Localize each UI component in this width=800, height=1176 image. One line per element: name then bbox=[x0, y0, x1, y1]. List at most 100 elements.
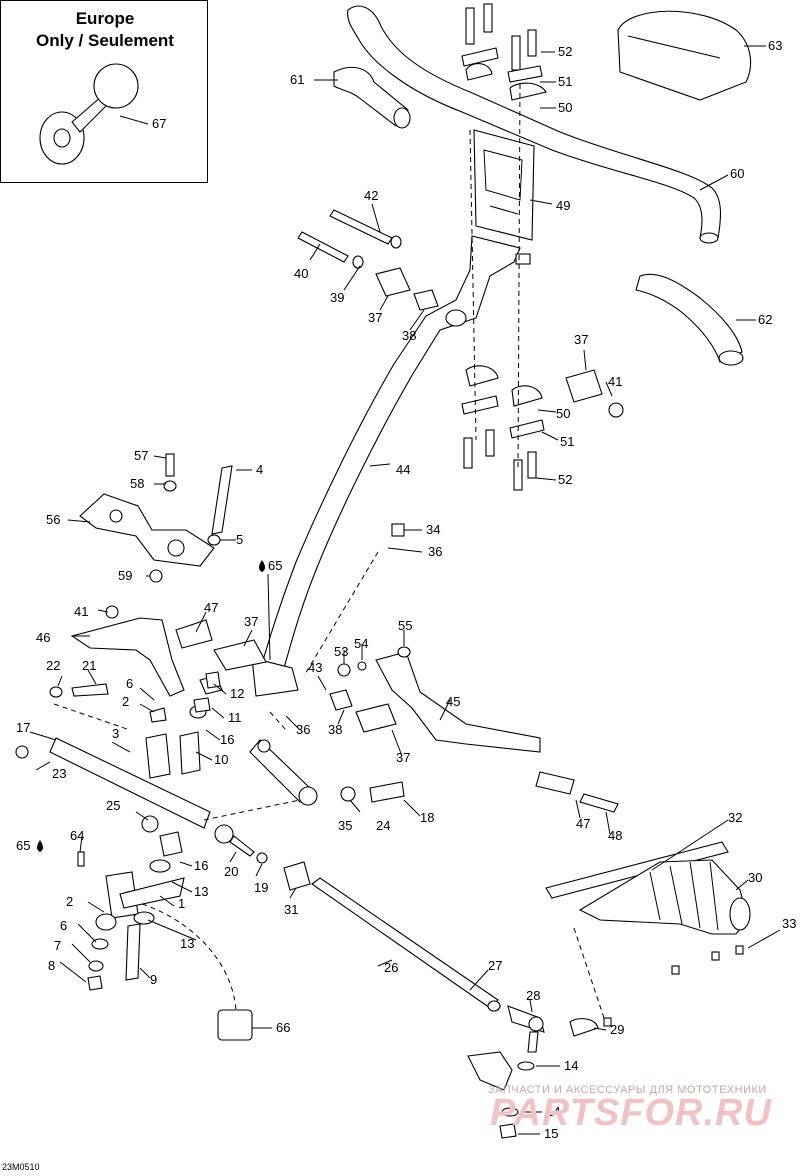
part-56-bracket bbox=[79, 453, 233, 583]
callout-46: 46 bbox=[36, 630, 50, 645]
callout-22: 22 bbox=[46, 658, 60, 673]
callout-17: 17 bbox=[16, 720, 30, 735]
callout-44: 44 bbox=[396, 462, 410, 477]
callout-39: 39 bbox=[330, 290, 344, 305]
callout-63: 63 bbox=[768, 38, 782, 53]
callout-34: 34 bbox=[426, 522, 440, 537]
part-45-arm bbox=[337, 646, 619, 813]
callout-10: 10 bbox=[214, 752, 228, 767]
callout-58: 58 bbox=[130, 476, 144, 491]
callout-52: 52 bbox=[558, 44, 572, 59]
callout-27: 27 bbox=[488, 958, 502, 973]
callout-50: 50 bbox=[556, 406, 570, 421]
upper-fasteners bbox=[461, 3, 547, 101]
europe-only-inset: Europe Only / Seulement bbox=[0, 0, 208, 183]
callout-47: 47 bbox=[204, 600, 218, 615]
part-44-steering-column bbox=[251, 235, 531, 697]
callout-51: 51 bbox=[558, 74, 572, 89]
callout-11: 11 bbox=[228, 710, 242, 725]
callout-41: 41 bbox=[608, 374, 622, 389]
callout-6: 6 bbox=[60, 918, 67, 933]
callout-42: 42 bbox=[364, 188, 378, 203]
part-61-grip bbox=[333, 66, 411, 129]
part-49-clamp bbox=[473, 129, 535, 241]
callout-61: 61 bbox=[290, 72, 304, 87]
callout-24: 24 bbox=[376, 818, 390, 833]
callout-50: 50 bbox=[558, 100, 572, 115]
inset-title-line1: Europe bbox=[75, 9, 135, 28]
callout-64: 64 bbox=[70, 828, 84, 843]
upper-pivot-parts bbox=[297, 209, 439, 311]
callout-45: 45 bbox=[446, 694, 460, 709]
callout-37: 37 bbox=[368, 310, 382, 325]
lower-fasteners bbox=[461, 365, 624, 491]
callout-41: 41 bbox=[74, 604, 88, 619]
callout-62: 62 bbox=[758, 312, 772, 327]
callout-3: 3 bbox=[112, 726, 119, 741]
callout-54: 54 bbox=[354, 636, 368, 651]
callout-35: 35 bbox=[338, 818, 352, 833]
callout-65: 65 bbox=[268, 558, 282, 573]
callout-48: 48 bbox=[608, 828, 622, 843]
inset-title-line2: Only / Seulement bbox=[36, 31, 174, 50]
callout-16: 16 bbox=[220, 732, 234, 747]
part-28-tie-rod-end bbox=[467, 1005, 599, 1139]
drawing-code: 23M0510 bbox=[2, 1162, 40, 1172]
callout-2: 2 bbox=[66, 894, 73, 909]
callout-40: 40 bbox=[294, 266, 308, 281]
callout-7: 7 bbox=[54, 938, 61, 953]
callout-8: 8 bbox=[48, 958, 55, 973]
part-63-cover bbox=[617, 10, 752, 101]
callout-1: 1 bbox=[178, 896, 185, 911]
part-62-grip bbox=[635, 273, 744, 366]
callout-32: 32 bbox=[728, 810, 742, 825]
part-26-tie-rod bbox=[214, 824, 501, 1012]
callout-labels: 1 2 2 3 4 5 6 6 7 8 9 10 11 12 13 13 14 … bbox=[16, 38, 796, 1141]
part-3-pitman-arm bbox=[15, 523, 405, 829]
callout-16: 16 bbox=[194, 858, 208, 873]
callout-36: 36 bbox=[296, 722, 310, 737]
callout-60: 60 bbox=[730, 166, 744, 181]
callout-43: 43 bbox=[308, 660, 322, 675]
callout-14: 14 bbox=[546, 1104, 560, 1119]
callout-37: 37 bbox=[574, 332, 588, 347]
callout-33: 33 bbox=[782, 916, 796, 931]
callout-2: 2 bbox=[122, 694, 129, 709]
callout-56: 56 bbox=[46, 512, 60, 527]
watermark-tagline: ЗАПЧАСТИ И АКСЕССУАРЫ ДЛЯ МОТОТЕХНИКИ bbox=[488, 1084, 767, 1096]
callout-38: 38 bbox=[402, 328, 416, 343]
oil-drop-icon bbox=[37, 840, 43, 852]
callout-28: 28 bbox=[526, 988, 540, 1003]
callout-9: 9 bbox=[150, 972, 157, 987]
callout-53: 53 bbox=[334, 644, 348, 659]
callout-13: 13 bbox=[180, 936, 194, 951]
callout-37: 37 bbox=[244, 614, 258, 629]
callout-30: 30 bbox=[748, 870, 762, 885]
callout-66: 66 bbox=[276, 1020, 290, 1035]
part-67-horn bbox=[39, 63, 139, 165]
callout-29: 29 bbox=[610, 1022, 624, 1037]
callout-57: 57 bbox=[134, 448, 148, 463]
callout-5: 5 bbox=[236, 532, 243, 547]
part-30-boot bbox=[545, 841, 751, 1027]
callout-15: 15 bbox=[544, 1126, 558, 1141]
part-46-bracket bbox=[70, 605, 213, 697]
callout-36: 36 bbox=[428, 544, 442, 559]
watermark-logo: PARTSFOR.RU bbox=[490, 1092, 772, 1134]
lower-steering-parts bbox=[77, 815, 185, 991]
callout-52: 52 bbox=[558, 472, 572, 487]
callout-59: 59 bbox=[118, 568, 132, 583]
callout-14: 14 bbox=[564, 1058, 578, 1073]
callout-21: 21 bbox=[82, 658, 96, 673]
callout-47: 47 bbox=[576, 816, 590, 831]
callout-55: 55 bbox=[398, 618, 412, 633]
part-66-decal bbox=[217, 1009, 253, 1041]
oil-drop-icons bbox=[37, 560, 265, 852]
callout-26: 26 bbox=[384, 960, 398, 975]
oil-drop-icon bbox=[259, 560, 265, 572]
callout-12: 12 bbox=[230, 686, 244, 701]
callout-23: 23 bbox=[52, 766, 66, 781]
callout-18: 18 bbox=[420, 810, 434, 825]
callout-49: 49 bbox=[556, 198, 570, 213]
